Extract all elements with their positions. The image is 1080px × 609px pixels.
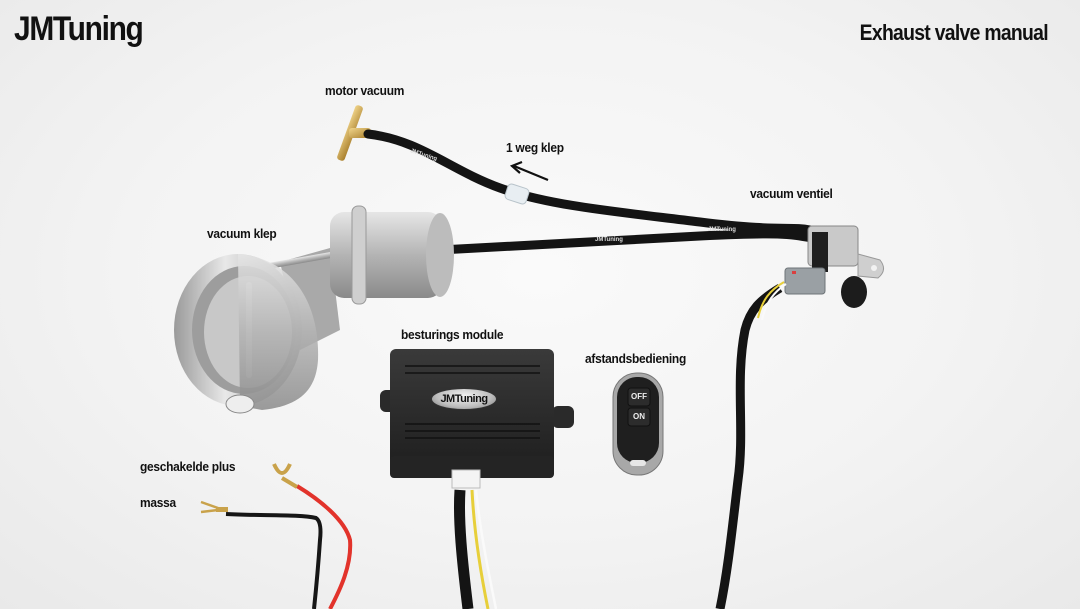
- page-title: Exhaust valve manual: [859, 20, 1049, 45]
- hose-print: JMTuning: [708, 227, 736, 233]
- label-vacuum-klep: vacuum klep: [207, 226, 277, 241]
- brand-logo: JMTuning: [14, 10, 144, 48]
- label-ground: massa: [140, 495, 176, 510]
- label-switched-plus: geschakelde plus: [140, 459, 236, 474]
- hose-motor-vacuum: [363, 129, 815, 235]
- module-harness: [453, 489, 474, 609]
- arrow-icon: [509, 160, 549, 182]
- vacuum-valve-assembly: [174, 205, 454, 414]
- solenoid-wire: [715, 284, 783, 609]
- remote-on-button: ON: [633, 412, 645, 421]
- remote-control: [612, 372, 664, 476]
- label-motor-vacuum: motor vacuum: [325, 83, 405, 98]
- label-control-module: besturings module: [401, 327, 504, 342]
- remote-off-button: OFF: [631, 392, 647, 401]
- label-one-way-valve: 1 weg klep: [506, 140, 564, 155]
- vacuum-solenoid: [784, 225, 884, 308]
- module-logo: JMTuning: [431, 388, 497, 410]
- hose-print: JMTuning: [595, 237, 623, 243]
- power-wires: [200, 463, 353, 609]
- hose-actuator: [435, 229, 817, 255]
- one-way-valve: [504, 183, 530, 205]
- label-vacuum-ventiel: vacuum ventiel: [750, 186, 833, 201]
- control-module: [380, 349, 574, 489]
- label-remote-control: afstandsbediening: [585, 351, 686, 366]
